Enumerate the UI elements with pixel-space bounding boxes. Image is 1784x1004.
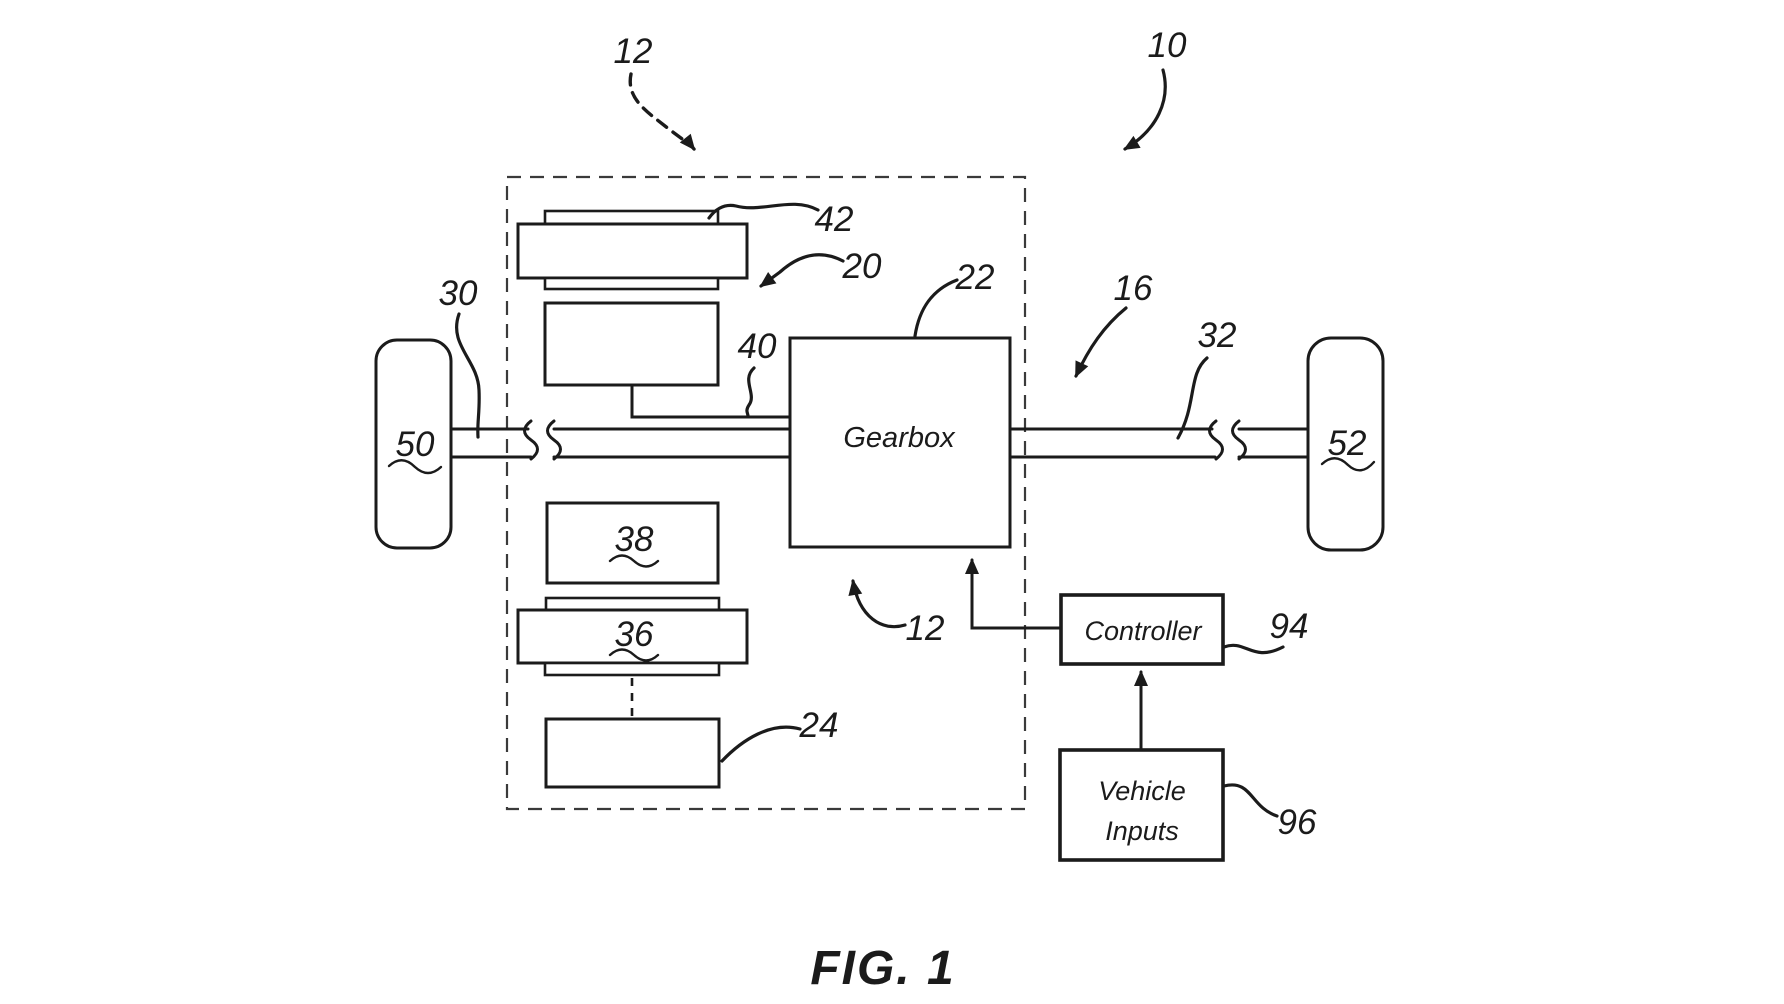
controller-box — [1059, 593, 1225, 666]
ref-10: 10 — [1148, 26, 1187, 65]
leader-42 — [707, 202, 820, 220]
left-axle-break-cap-left — [523, 419, 539, 461]
clutch-plate-bottom — [543, 276, 720, 291]
ref-30: 30 — [439, 274, 478, 313]
figure-caption: FIG. 1 — [810, 942, 955, 995]
vehicle-inputs-label-line1: Vehicle — [1098, 776, 1186, 806]
leader-20-arrow — [759, 253, 845, 288]
right-axle-break-cap-left — [1208, 419, 1224, 461]
ref-32: 32 — [1198, 316, 1237, 355]
tilde-under-36 — [608, 648, 660, 662]
motor-block — [543, 301, 720, 387]
drive-unit-dashed-boundary — [505, 175, 1027, 811]
clutch-stack — [516, 209, 749, 387]
ref-16: 16 — [1114, 269, 1153, 308]
controller-to-gearbox-arrow — [965, 558, 1063, 630]
left-axle-shaft — [449, 419, 792, 461]
ref-36: 36 — [615, 615, 654, 654]
controller-label: Controller — [1084, 616, 1202, 646]
clutch-body — [516, 222, 749, 280]
ref-22: 22 — [955, 258, 995, 297]
leader-40 — [745, 366, 756, 418]
gearbox-box — [788, 336, 1012, 549]
leader-32 — [1176, 356, 1209, 440]
leader-16-arrow — [1074, 306, 1128, 378]
ref-12-mid: 12 — [906, 609, 945, 648]
ref-94: 94 — [1270, 607, 1309, 646]
block-36-plate-top — [544, 596, 721, 612]
block-38 — [545, 501, 720, 585]
ref-96: 96 — [1278, 803, 1317, 842]
ref-50: 50 — [396, 425, 435, 464]
tilde-under-38 — [608, 554, 660, 568]
clutch-plate-top — [543, 209, 720, 226]
ref-52: 52 — [1328, 424, 1367, 463]
block-36-stack — [516, 596, 749, 677]
vehicle-inputs-box — [1058, 748, 1225, 862]
ref-24: 24 — [799, 706, 839, 745]
input-shaft-line — [630, 383, 792, 419]
right-wheel — [1306, 336, 1385, 552]
ref-12-top: 12 — [614, 32, 653, 71]
leader-12-top-dashed-arrow — [628, 72, 696, 151]
tilde-under-50 — [387, 459, 443, 475]
tilde-under-52 — [1320, 457, 1376, 472]
right-axle-break-cap-right — [1231, 419, 1247, 461]
ref-20: 20 — [842, 247, 882, 286]
leader-12-mid-arrow — [848, 579, 907, 629]
leader-22 — [913, 278, 959, 338]
leader-30 — [455, 312, 481, 439]
leader-10-arrow — [1123, 68, 1167, 151]
leader-94 — [1222, 643, 1285, 655]
block-36-plate-bottom — [543, 661, 721, 677]
right-axle-shaft — [1008, 419, 1310, 461]
ref-38: 38 — [615, 520, 654, 559]
ref-40: 40 — [738, 327, 777, 366]
leader-96 — [1222, 783, 1279, 818]
left-axle-break-cap-right — [546, 419, 562, 461]
vehicle-inputs-label-line2: Inputs — [1105, 816, 1179, 846]
left-wheel — [374, 338, 453, 550]
ref-42: 42 — [815, 200, 854, 239]
gearbox-label: Gearbox — [843, 422, 956, 454]
leader-24 — [720, 725, 802, 763]
block-24 — [544, 717, 721, 789]
